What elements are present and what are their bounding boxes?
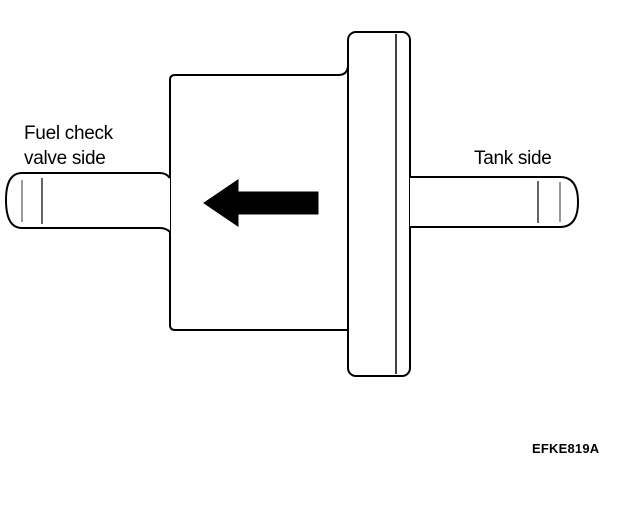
valve-flange (347, 31, 411, 377)
outlet-side-label: Tank side (474, 148, 552, 169)
inlet-side-label-line1: Fuel check (24, 123, 113, 144)
figure-code: EFKE819A (532, 441, 600, 456)
flow-direction-arrow-icon (203, 179, 319, 227)
inlet-side-label: Fuel check valve side (24, 121, 113, 171)
inlet-side-label-line2: valve side (24, 148, 106, 169)
right-nipple (410, 176, 580, 228)
left-nipple (4, 172, 171, 233)
